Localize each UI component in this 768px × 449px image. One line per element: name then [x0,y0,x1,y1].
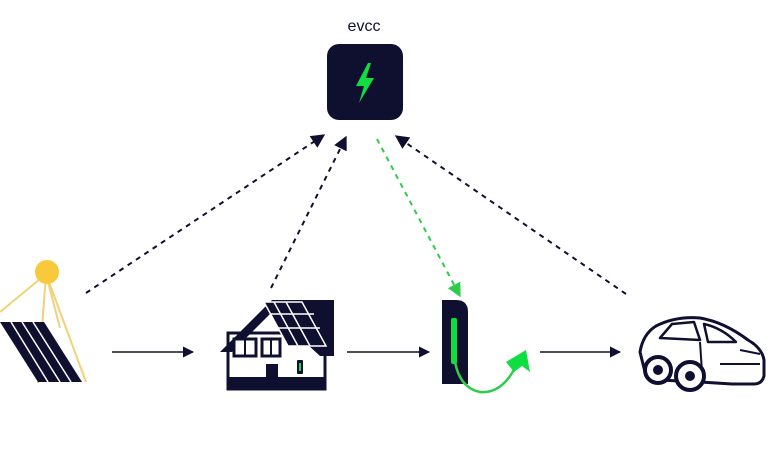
solar-panel-icon [0,260,87,384]
evcc-hub [327,44,403,120]
house-to-hub-arrow [270,135,347,289]
lightning-bolt-icon [356,63,374,103]
communication-arrows [85,134,627,298]
charging-cable [453,361,518,394]
house-icon [220,300,334,391]
car-to-hub-arrow [394,135,627,295]
hub-title: evcc [347,18,381,35]
sun-icon [35,260,59,284]
hub-to-charger-arrow [376,138,461,298]
solar-to-hub-arrow [85,134,326,294]
charging-plug [506,350,530,372]
wallbox-charger-icon [442,300,530,394]
electric-car-icon [638,316,766,392]
